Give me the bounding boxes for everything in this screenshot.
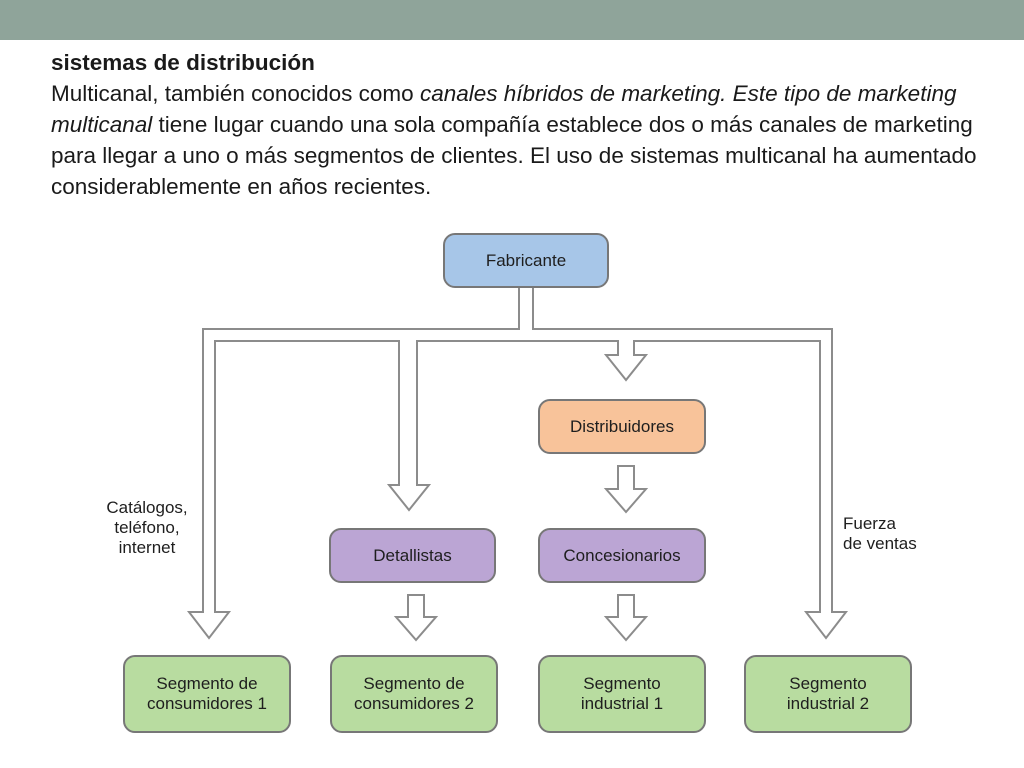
slide-heading: sistemas de distribución (51, 50, 315, 75)
node-distribuidores: Distribuidores (538, 399, 706, 454)
node-segmento-consumidores-1: Segmento de consumidores 1 (123, 655, 291, 733)
label-fuerza-ventas: Fuerza de ventas (843, 514, 917, 553)
arrow-distribuidores-concesionarios (603, 465, 649, 514)
paragraph-italic: canales híbridos de marketing. Este tipo… (51, 81, 957, 137)
node-detallistas: Detallistas (329, 528, 496, 583)
node-segmento-industrial-1: Segmento industrial 1 (538, 655, 706, 733)
paragraph-part-2: tiene lugar cuando una sola compañía est… (51, 112, 977, 199)
arrow-concesionarios-industrial-1 (603, 594, 649, 642)
node-concesionarios: Concesionarios (538, 528, 706, 583)
node-segmento-industrial-2: Segmento industrial 2 (744, 655, 912, 733)
slide-text: sistemas de distribución Multicanal, tam… (51, 47, 981, 202)
slide-paragraph: Multicanal, también conocidos como canal… (51, 78, 981, 202)
connector-main-stem (186, 288, 849, 640)
node-fabricante: Fabricante (443, 233, 609, 288)
top-banner (0, 0, 1024, 40)
arrow-detallistas-segmento-2 (393, 594, 439, 642)
paragraph-part-1: Multicanal, también conocidos como (51, 81, 420, 106)
node-segmento-consumidores-2: Segmento de consumidores 2 (330, 655, 498, 733)
label-catalogos: Catálogos, teléfono, internet (106, 498, 188, 557)
